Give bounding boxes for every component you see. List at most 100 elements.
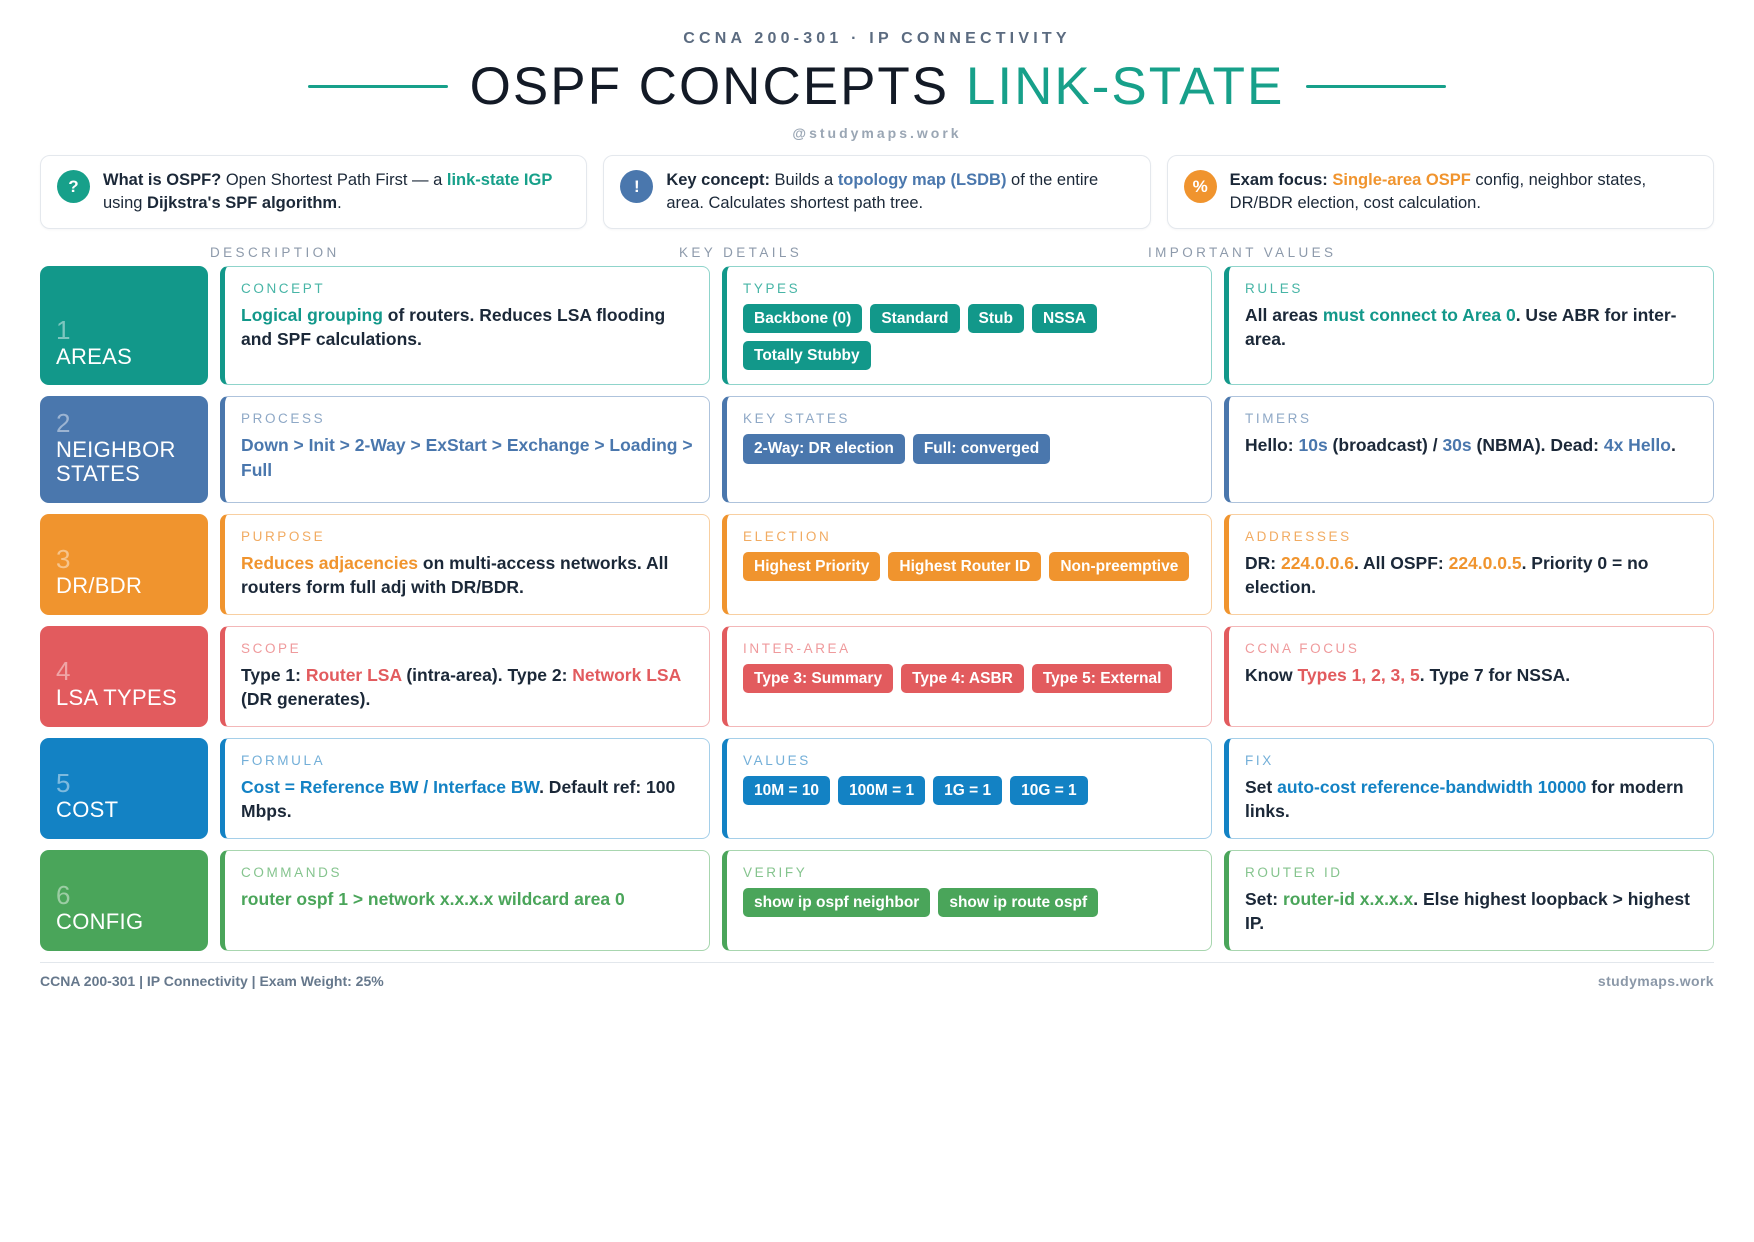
title-rule-left: [307, 85, 448, 88]
cell-text-part: (intra-area). Type 2:: [401, 664, 573, 685]
callout-highlight: Single-area OSPF: [1332, 171, 1471, 189]
cell-text-part: (broadcast) /: [1327, 435, 1443, 456]
chip: 2-Way: DR election: [743, 434, 905, 464]
cell-text-part: . Use ABR for inter-area.: [1245, 304, 1677, 350]
row-number: 2: [56, 408, 71, 439]
cell-title: CONCEPT: [241, 280, 326, 296]
page-title-main: OSPF CONCEPTS: [469, 57, 950, 116]
chip: Type 4: ASBR: [901, 663, 1024, 694]
percent-icon: %: [1183, 170, 1217, 203]
column-header-key-details: KEY DETAILS: [679, 244, 803, 260]
chip: Standard: [870, 303, 960, 333]
cell-title: INTER-AREA: [743, 640, 851, 656]
row-title: LSA TYPES: [56, 685, 177, 711]
callout-label: What is OSPF?: [103, 171, 222, 189]
row-title: AREAS: [56, 344, 133, 370]
cell-body: router ospf 1 > network x.x.x.x wildcard…: [241, 887, 693, 912]
column-header-description: DESCRIPTION: [210, 244, 340, 260]
cell-body: Type 1: Router LSA (intra-area). Type 2:…: [241, 663, 693, 712]
cell-title: FIX: [1245, 752, 1274, 768]
cell-title: CCNA FOCUS: [1245, 640, 1360, 656]
chip: Non-preemptive: [1049, 551, 1190, 582]
chip: Full: converged: [912, 434, 1051, 464]
chip: Highest Priority: [743, 551, 881, 582]
cell-text-part: DR:: [1245, 552, 1281, 573]
cell-text-part: of routers. Reduces LSA flooding and SPF…: [241, 304, 666, 350]
cell-text-part: . Else highest loopback > highest IP.: [1245, 888, 1690, 934]
footer-left-text: CCNA 200-301 | IP Connectivity | Exam We…: [40, 972, 384, 989]
callout-list: ?What is OSPF? Open Shortest Path First …: [40, 155, 1714, 229]
cell-text-part: Router LSA: [305, 664, 402, 685]
cell-body: Cost = Reference BW / Interface BW. Defa…: [241, 775, 693, 824]
cell-body: Set: router-id x.x.x.x. Else highest loo…: [1245, 887, 1697, 936]
cell-text-part: 30s: [1442, 435, 1472, 456]
chip: show ip ospf neighbor: [743, 887, 931, 918]
cell-title: ELECTION: [743, 528, 832, 544]
callout-card: ?What is OSPF? Open Shortest Path First …: [40, 155, 588, 229]
callout-bold: Dijkstra's SPF algorithm: [147, 193, 338, 212]
row-number: 3: [56, 544, 71, 575]
cell-body: Down > Init > 2-Way > ExStart > Exchange…: [241, 433, 693, 482]
chip: Backbone (0): [743, 303, 863, 333]
cell-text-part: 4x Hello: [1603, 435, 1671, 456]
cell-title: TIMERS: [1245, 411, 1312, 427]
callout-highlight: link-state IGP: [446, 171, 553, 189]
callout-card: % Exam focus: Single-area OSPF config, ne…: [1166, 155, 1714, 229]
chip: Totally Stubby: [743, 340, 871, 371]
page-footer: CCNA 200-301 | IP Connectivity | Exam We…: [40, 961, 1714, 989]
cell-body: Reduces adjacencies on multi-access netw…: [241, 551, 693, 600]
row-title: CONFIG: [56, 909, 144, 935]
chip: 10M = 10: [743, 775, 831, 806]
cell-text-part: Types 1, 2, 3, 5: [1297, 664, 1420, 685]
chip: Stub: [967, 303, 1024, 333]
callout-label: Exam focus:: [1229, 171, 1328, 189]
concept-cell: FORMULA Cost = Reference BW / Interface B…: [220, 737, 710, 839]
callout-text-2: of the entire area. Calculates shortest …: [666, 171, 1099, 212]
cell-text-part: auto-cost reference-bandwidth 10000: [1277, 776, 1587, 797]
cell-title: KEY STATES: [743, 411, 851, 427]
cell-text-part: . All OSPF:: [1353, 552, 1449, 573]
row-title: NEIGHBOR STATES: [56, 437, 176, 487]
cell-text-part: (NBMA). Dead:: [1471, 435, 1604, 456]
cell-text-part: . Priority 0 = no election.: [1245, 552, 1649, 598]
cell-text-part: Know: [1245, 664, 1298, 685]
page-handle: @studymaps.work: [792, 125, 962, 141]
row-title: COST: [56, 797, 119, 823]
cell-text-part: on multi-access networks. All routers fo…: [241, 552, 669, 598]
cell-title: TYPES: [743, 280, 801, 296]
callout-text: Exam focus: Single-area OSPF config, nei…: [1230, 169, 1697, 215]
cell-text-part: Down > Init > 2-Way > ExStart > Exchange…: [241, 435, 693, 480]
cell-title: PROCESS: [241, 411, 326, 427]
chip: Type 5: External: [1031, 663, 1173, 694]
cell-text-part: Network LSA: [572, 664, 681, 685]
cell-body: Know Types 1, 2, 3, 5. Type 7 for NSSA.: [1245, 663, 1697, 688]
cell-body: Set auto-cost reference-bandwidth 10000 …: [1245, 775, 1697, 824]
concept-cell: CONCEPT Logical grouping of routers. Redu…: [220, 265, 710, 386]
cell-body: Logical grouping of routers. Reduces LSA…: [241, 303, 693, 352]
cell-text-part: Logical grouping: [241, 304, 383, 325]
cell-title: ADDRESSES: [1245, 528, 1352, 544]
cell-title: FORMULA: [241, 752, 326, 768]
callout-text: What is OSPF? Open Shortest Path First —…: [103, 169, 570, 215]
